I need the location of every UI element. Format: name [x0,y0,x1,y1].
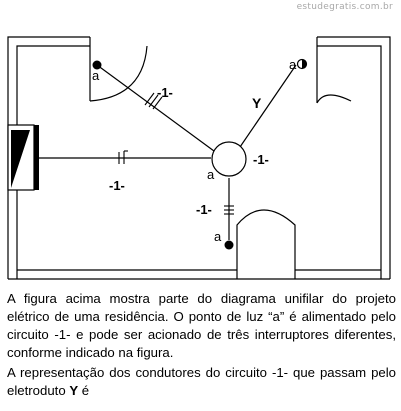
switch-bottom [224,240,234,250]
door-top-right [316,46,352,104]
question-text: A figura acima mostra parte do diagrama … [7,290,396,400]
door-bottom [236,209,296,270]
question-paragraph-1: A figura acima mostra parte do diagrama … [7,291,396,360]
door-top-left [89,45,148,102]
watermark: estudegratis.com.br [296,2,393,12]
label-a-bottom: a [214,229,222,244]
conductor-marks-vertical [224,205,234,215]
label-circuit-horizontal: -1- [109,178,125,193]
conduit-top-left-to-center [96,64,215,152]
question-paragraph-2: A representação dos condutores do circui… [7,365,396,398]
label-circuit-diagonal: -1- [157,85,173,100]
label-a-center: a [207,167,215,182]
label-conduit-y: Y [252,95,262,111]
label-a-top-left: a [92,68,100,83]
conduit-y-ref: Y [69,383,79,398]
conductor-marks-diagonal [144,92,163,110]
label-a-top-right: a [289,57,297,72]
switch-top-left [92,60,102,70]
label-circuit-right: -1- [253,152,269,167]
conduit-y [239,64,297,148]
switch-top-right-fill [302,59,307,69]
label-circuit-vertical: -1- [196,202,212,217]
walls [7,36,391,280]
wiring-diagram: a a a a -1- -1- -1- -1- Y [7,36,391,280]
distribution-panel [7,124,39,191]
conductor-marks-horizontal [118,150,128,164]
light-point-circle [211,141,247,177]
